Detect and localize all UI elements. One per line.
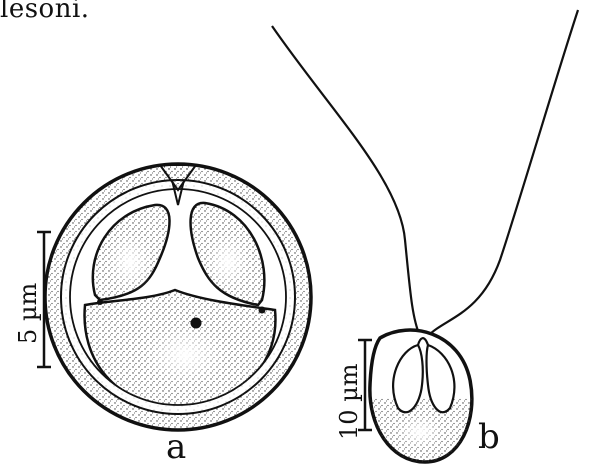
scale-bar-a-label: 5 µm — [14, 283, 42, 344]
flagellate-b — [272, 10, 578, 470]
panel-a-label: a — [166, 427, 186, 467]
panel-b-label: b — [478, 417, 500, 457]
scale-bar-b: 10 µm — [335, 340, 372, 440]
spore-a — [45, 164, 311, 430]
scale-bar-b-label: 10 µm — [335, 363, 363, 440]
